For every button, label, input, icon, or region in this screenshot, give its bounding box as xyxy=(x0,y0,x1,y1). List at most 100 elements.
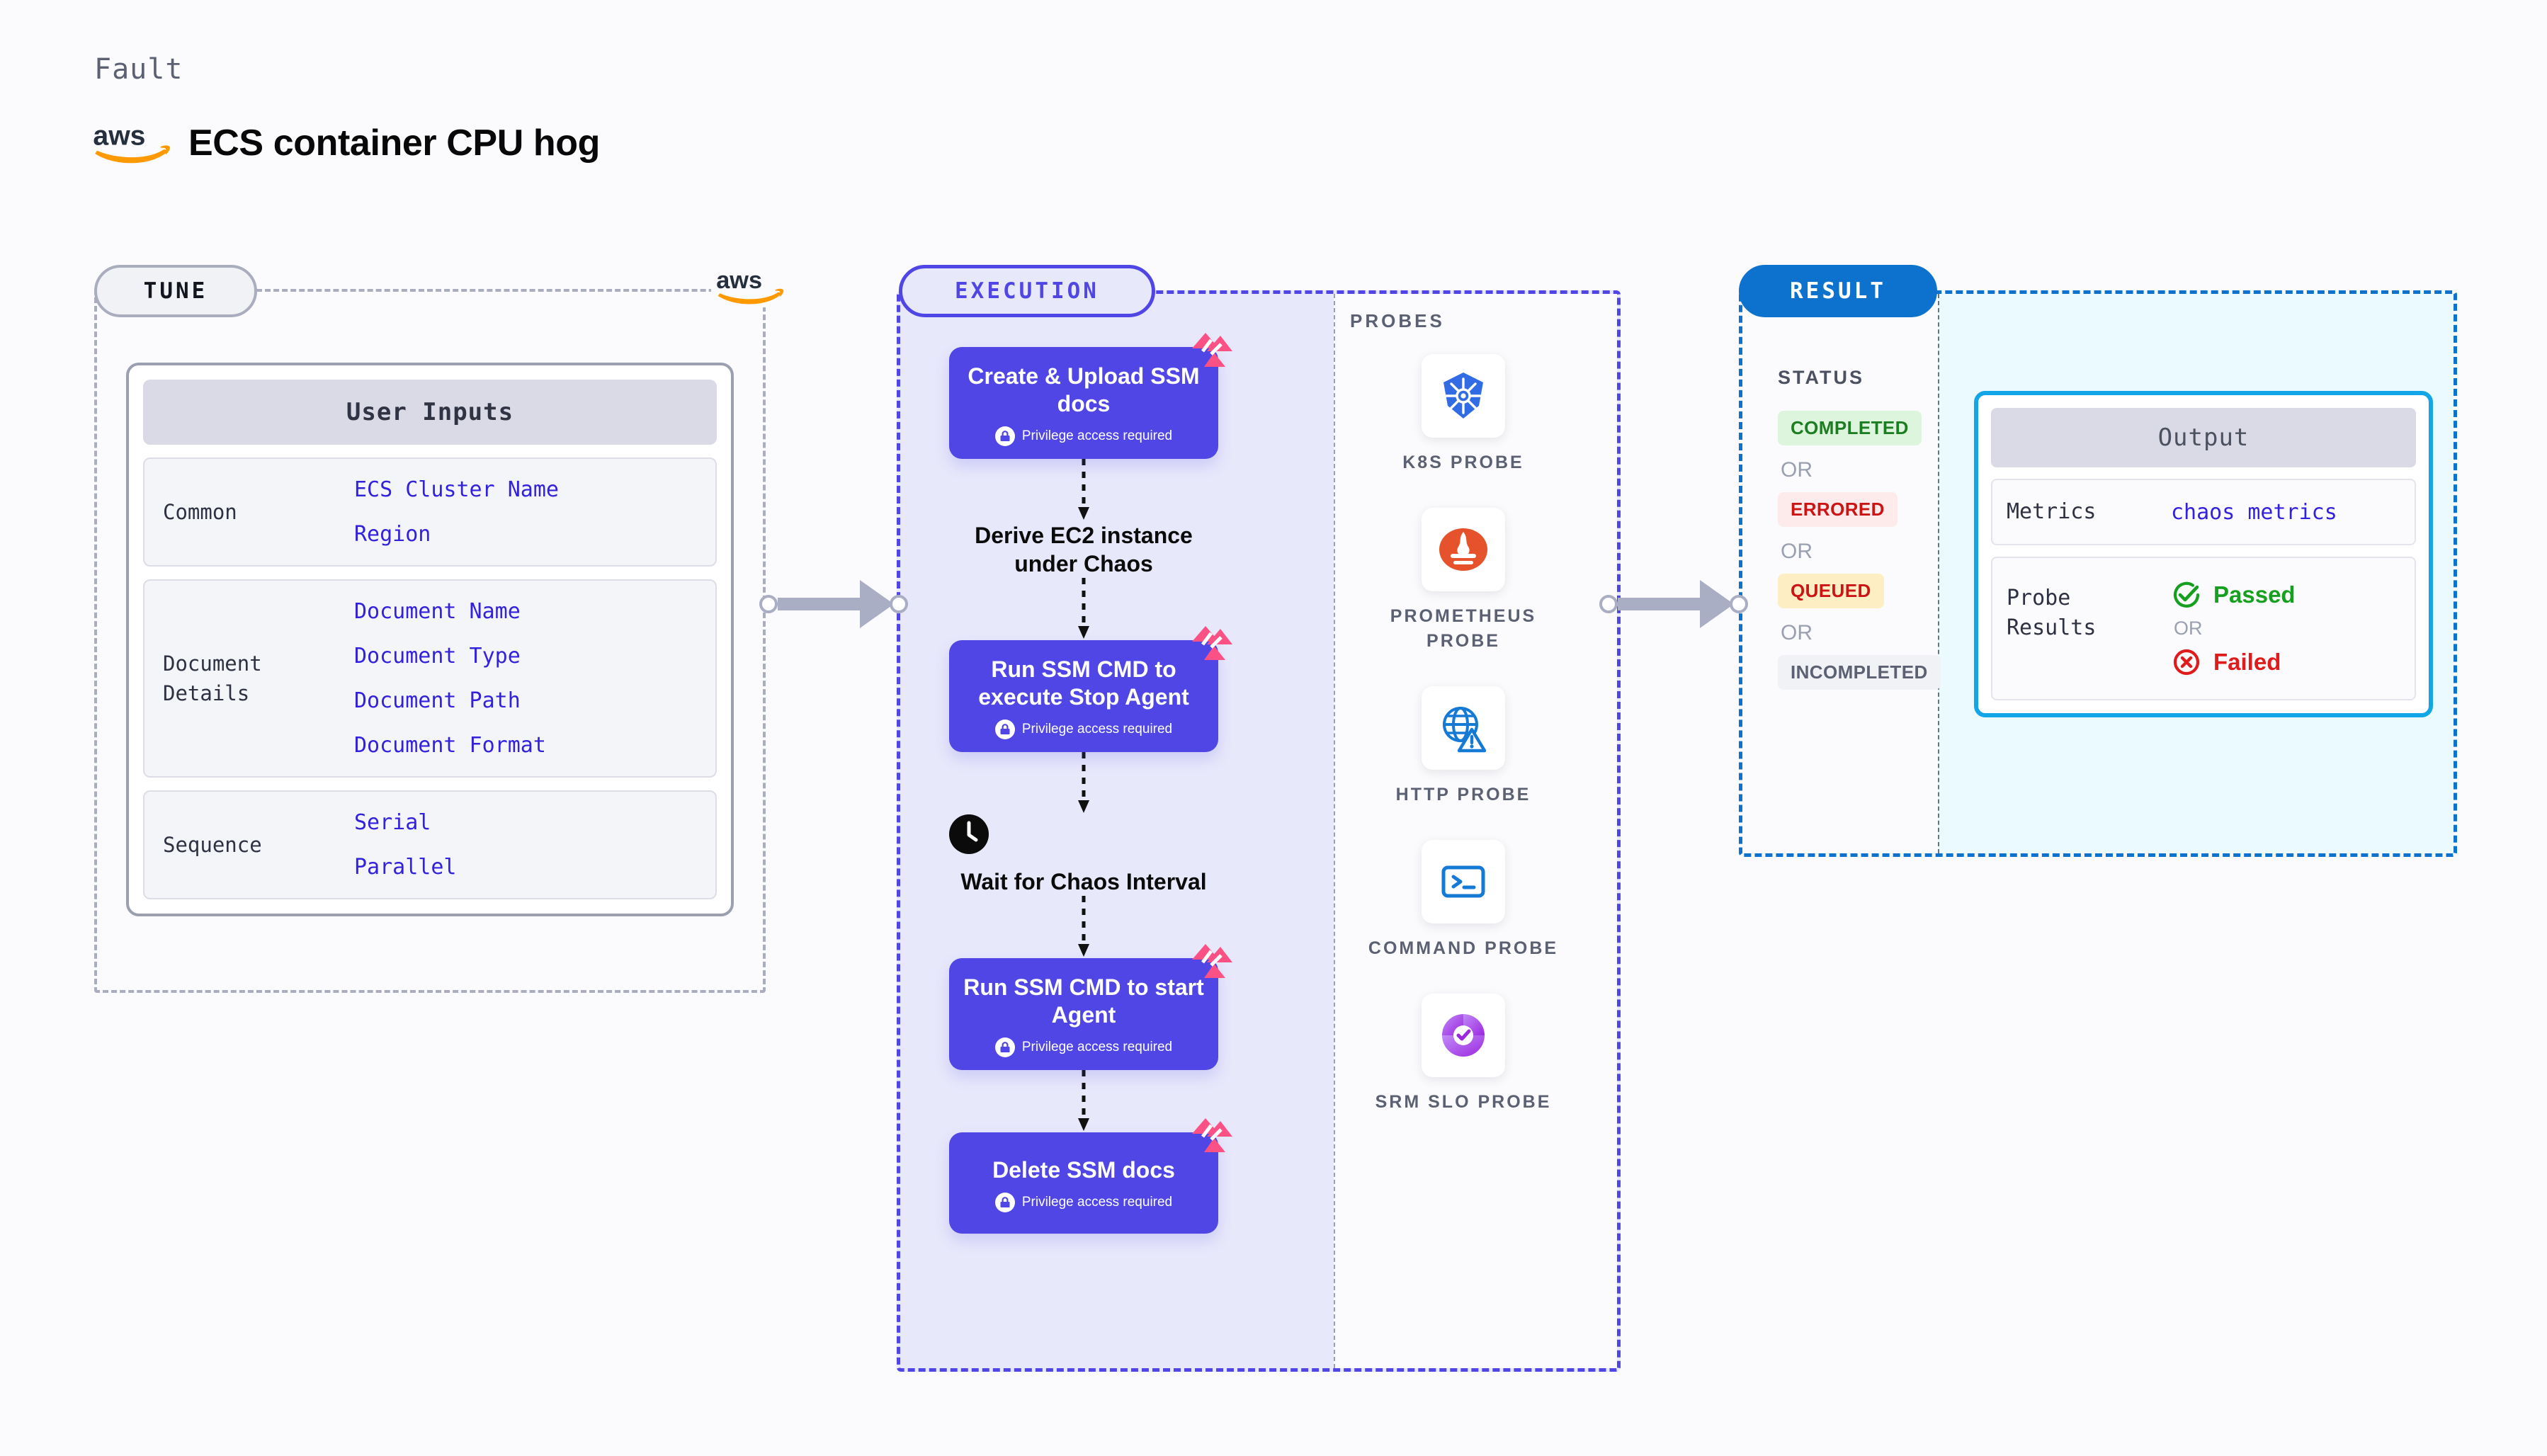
flow-node-privilege-note: Privilege access required xyxy=(960,426,1207,447)
probe-item-http[interactable]: HTTP PROBE xyxy=(1350,686,1577,807)
input-group-values: Document Name Document Type Document Pat… xyxy=(354,599,546,758)
probe-item-label: HTTP PROBE xyxy=(1395,785,1531,804)
check-circle-icon xyxy=(2173,581,2200,608)
probe-item-command[interactable]: COMMAND PROBE xyxy=(1350,840,1577,961)
input-field-ecs-cluster-name[interactable]: ECS Cluster Name xyxy=(354,477,559,502)
probe-result-passed-label: Passed xyxy=(2213,581,2296,608)
kubernetes-icon xyxy=(1422,354,1505,438)
output-card: Output Metrics chaos metrics Probe Resul… xyxy=(1974,391,2433,717)
lock-icon xyxy=(994,1037,1015,1058)
probe-result-passed: Passed xyxy=(2171,579,2296,610)
input-group-label: Common xyxy=(163,499,237,524)
status-badge-queued: QUEUED xyxy=(1778,574,1884,608)
connector-tune-to-execution xyxy=(759,576,908,632)
probes-list: K8S PROBE PROMETHEUS PROBE xyxy=(1350,354,1577,1147)
input-field-parallel[interactable]: Parallel xyxy=(354,855,457,880)
status-column-label: STATUS xyxy=(1778,367,1864,388)
flow-node-title: Create & Upload SSM docs xyxy=(968,363,1200,417)
lock-icon xyxy=(994,1193,1015,1213)
input-field-document-type[interactable]: Document Type xyxy=(354,644,521,669)
litmus-chaos-icon xyxy=(1192,333,1232,367)
probe-item-label: SRM SLO PROBE xyxy=(1375,1092,1552,1112)
flow-node-run-ssm-cmd-start-agent[interactable]: Run SSM CMD to start Agent Privilege acc… xyxy=(949,944,1232,1071)
status-badge-incompleted: INCOMPLETED xyxy=(1778,655,1941,690)
output-card-title: Output xyxy=(1991,408,2416,467)
privilege-note-text: Privilege access required xyxy=(1021,428,1173,444)
probe-result-or-separator: OR xyxy=(2174,618,2203,639)
execution-flow: Create & Upload SSM docs Privilege acces… xyxy=(949,333,1232,1234)
status-or-separator: OR xyxy=(1781,458,1813,482)
flow-node-privilege-note: Privilege access required xyxy=(960,720,1207,740)
result-section-pill: RESULT xyxy=(1739,265,1937,317)
connector-start-dot xyxy=(759,595,778,613)
privilege-note-text: Privilege access required xyxy=(1021,1040,1173,1055)
input-group-label: Document Details xyxy=(163,651,262,705)
output-row-metrics: Metrics chaos metrics xyxy=(1991,479,2416,545)
input-group-common: Common ECS Cluster Name Region xyxy=(143,457,717,567)
input-field-region[interactable]: Region xyxy=(354,522,431,547)
privilege-note-text: Privilege access required xyxy=(1021,722,1173,737)
status-list: COMPLETED OR ERRORED OR QUEUED OR INCOMP… xyxy=(1778,411,1955,690)
output-row-label: Metrics xyxy=(2007,499,2097,524)
user-inputs-title: User Inputs xyxy=(143,380,717,445)
litmus-chaos-icon xyxy=(1192,1118,1232,1153)
page-header: aws ECS container CPU hog xyxy=(92,119,600,166)
prometheus-icon xyxy=(1422,508,1505,591)
status-badge-completed: COMPLETED xyxy=(1778,411,1922,445)
connector-line xyxy=(1618,598,1700,610)
probe-item-prometheus[interactable]: PROMETHEUS PROBE xyxy=(1350,508,1577,654)
x-circle-icon xyxy=(2173,649,2200,676)
probe-result-failed-label: Failed xyxy=(2213,649,2281,675)
output-metrics-value[interactable]: chaos metrics xyxy=(2171,499,2337,525)
flow-arrow xyxy=(949,752,1218,814)
flow-arrow xyxy=(949,459,1218,521)
probe-item-label: K8S PROBE xyxy=(1402,453,1524,472)
probes-column-background xyxy=(1334,294,1617,1368)
input-field-document-format[interactable]: Document Format xyxy=(354,733,546,758)
probe-item-srm-slo[interactable]: SRM SLO PROBE xyxy=(1350,994,1577,1115)
flow-node-title: Wait for Chaos Interval xyxy=(960,869,1207,895)
status-or-separator: OR xyxy=(1781,621,1813,644)
tune-section-pill: TUNE xyxy=(94,265,257,317)
flow-node-title: Delete SSM docs xyxy=(992,1157,1175,1183)
litmus-chaos-icon xyxy=(1192,944,1232,979)
probe-item-label: PROMETHEUS PROBE xyxy=(1390,606,1537,651)
flow-node-run-ssm-cmd-stop-agent[interactable]: Run SSM CMD to execute Stop Agent Privil… xyxy=(949,626,1232,753)
probe-item-k8s[interactable]: K8S PROBE xyxy=(1350,354,1577,475)
connector-start-dot xyxy=(1599,595,1618,613)
aws-provider-icon: aws xyxy=(711,266,789,307)
input-field-document-path[interactable]: Document Path xyxy=(354,688,521,713)
flow-node-create-upload-ssm-docs[interactable]: Create & Upload SSM docs Privilege acces… xyxy=(949,333,1232,460)
output-row-probe-results: Probe Results Passed OR Failed xyxy=(1991,557,2416,700)
terminal-icon xyxy=(1422,840,1505,923)
status-badge-errored: ERRORED xyxy=(1778,492,1898,527)
connector-arrowhead xyxy=(860,580,894,628)
flow-node-privilege-note: Privilege access required xyxy=(960,1037,1207,1058)
connector-end-dot xyxy=(890,595,908,613)
user-inputs-card: User Inputs Common ECS Cluster Name Regi… xyxy=(126,363,734,916)
input-field-serial[interactable]: Serial xyxy=(354,810,431,835)
probe-item-label: COMMAND PROBE xyxy=(1368,938,1559,958)
probe-result-failed: Failed xyxy=(2171,647,2296,678)
input-group-values: Serial Parallel xyxy=(354,810,457,880)
svg-text:aws: aws xyxy=(93,120,145,151)
connector-line xyxy=(778,598,860,610)
connector-execution-to-result xyxy=(1599,576,1748,632)
srm-slo-icon xyxy=(1422,994,1505,1077)
svg-text:aws: aws xyxy=(716,267,762,294)
flow-node-privilege-note: Privilege access required xyxy=(960,1193,1207,1213)
input-group-document-details: Document Details Document Name Document … xyxy=(143,579,717,778)
flow-arrow xyxy=(949,1070,1218,1132)
flow-node-wait-for-chaos-interval: Wait for Chaos Interval xyxy=(949,814,1218,896)
aws-logo-icon: aws xyxy=(93,120,170,164)
flow-node-delete-ssm-docs[interactable]: Delete SSM docs Privilege access require… xyxy=(949,1118,1232,1234)
execution-section-pill: EXECUTION xyxy=(899,265,1155,317)
tune-section-frame xyxy=(94,289,766,993)
flow-node-title: Run SSM CMD to execute Stop Agent xyxy=(978,656,1189,710)
status-or-separator: OR xyxy=(1781,540,1813,563)
input-group-sequence: Sequence Serial Parallel xyxy=(143,790,717,899)
input-field-document-name[interactable]: Document Name xyxy=(354,599,521,624)
probes-column-label: PROBES xyxy=(1350,310,1445,331)
flow-node-title: Run SSM CMD to start Agent xyxy=(963,974,1204,1028)
